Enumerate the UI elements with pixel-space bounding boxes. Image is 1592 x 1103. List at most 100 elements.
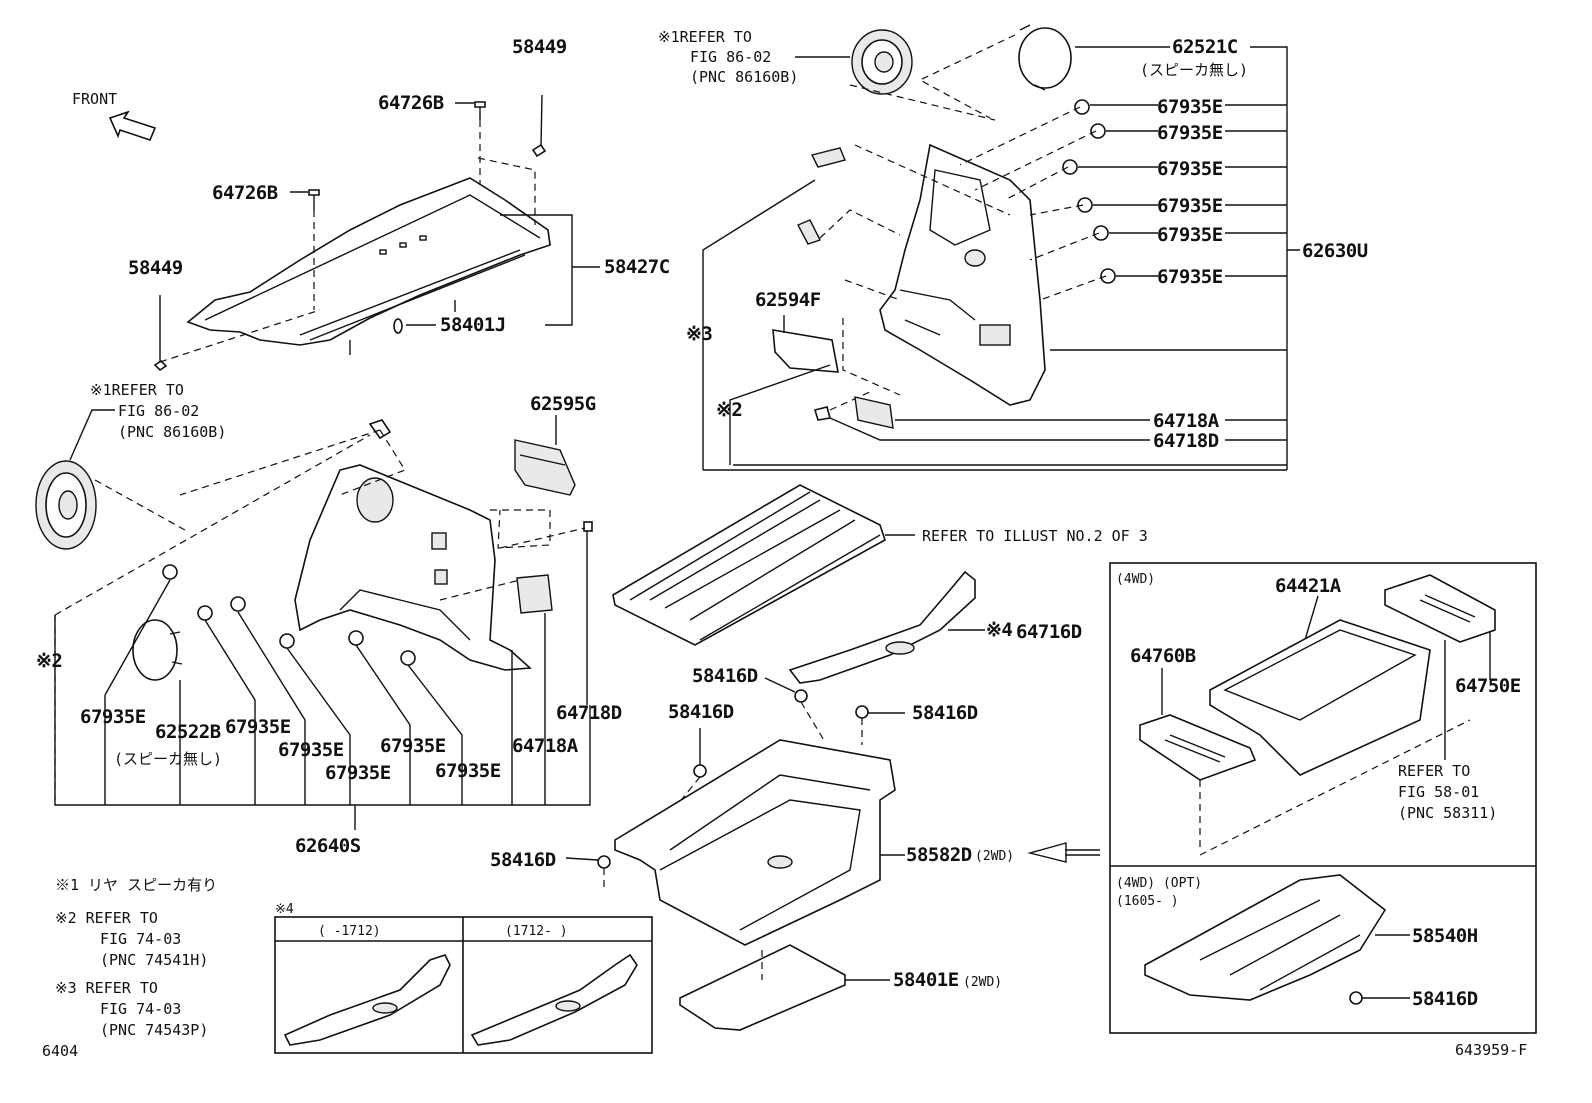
- screw-64726B-top: [474, 101, 486, 120]
- part-number-58582D: 58582D: [906, 844, 972, 866]
- part-number-62630U: 62630U: [1302, 240, 1368, 262]
- part-number-64716D: 64716D: [1016, 621, 1082, 643]
- ref1-top-line3: (PNC 86160B): [690, 68, 798, 86]
- part-number-64726B-top: 64726B: [378, 92, 444, 114]
- pad-64718D-right: [813, 406, 832, 421]
- part-number-64718D-left: 64718D: [556, 702, 622, 724]
- speaker-cover-62521C: [1018, 24, 1072, 91]
- part-number-58416D-4: 58416D: [490, 849, 556, 871]
- part-number-62595G: 62595G: [530, 393, 596, 415]
- sill-variant-late: [470, 953, 638, 1046]
- suffix-2wd-58401E: (2WD): [963, 975, 1002, 990]
- mat-64760B: [1139, 714, 1257, 781]
- deck-shelf-part: [186, 177, 551, 346]
- quarter-trim-panel-left: [294, 464, 532, 671]
- box-4wd-title: (4WD): [1116, 572, 1155, 587]
- clips-67935E-left: [162, 564, 416, 666]
- refer58-line1: REFER TO: [1398, 762, 1470, 780]
- storage-tub-58582D: [614, 739, 896, 946]
- right-quarter-trim-assembly: ※1REFER TO FIG 86-02 (PNC 86160B) 62521C…: [658, 24, 1368, 471]
- clips-67935E-right: [1062, 99, 1116, 284]
- part-number-58427C: 58427C: [604, 256, 670, 278]
- legend-mark2-line3: (PNC 74541H): [100, 951, 208, 969]
- part-number-67935E-left5: 67935E: [380, 735, 446, 757]
- part-number-62521C: 62521C: [1172, 36, 1238, 58]
- luggage-floor-assembly: REFER TO ILLUST NO.2 OF 3 ※4 64716D 5841…: [490, 484, 1148, 1031]
- part-number-58449-left: 58449: [128, 257, 183, 279]
- part-number-64718A-left: 64718A: [512, 735, 579, 757]
- refer58-line3: (PNC 58311): [1398, 804, 1497, 822]
- clips-58416D-center: [597, 689, 869, 869]
- ref1-left-line3: (PNC 86160B): [118, 423, 226, 441]
- legend-notes: ※1 リヤ スピーカ有り ※2 REFER TO FIG 74-03 (PNC …: [42, 876, 217, 1060]
- front-arrow-icon: [108, 110, 157, 141]
- ref1-left-line2: FIG 86-02: [118, 402, 199, 420]
- front-label: FRONT: [72, 90, 117, 108]
- part-number-67935E-left3: 67935E: [278, 739, 344, 761]
- ref1-top-line1: ※1REFER TO: [658, 28, 752, 46]
- part-number-58416D-3: 58416D: [912, 702, 978, 724]
- tray-64421A: [1209, 619, 1431, 776]
- part-number-62640S: 62640S: [295, 835, 361, 857]
- floor-mat-58401E: [679, 944, 846, 1031]
- front-direction-indicator: FRONT: [72, 90, 157, 141]
- part-number-67935E-right2: 67935E: [1157, 122, 1223, 144]
- mark2-right: ※2: [716, 399, 742, 421]
- clip-58416D-box: [1349, 991, 1363, 1005]
- legend-mark3-line3: (PNC 74543P): [100, 1021, 208, 1039]
- part-number-58540H: 58540H: [1412, 925, 1478, 947]
- part-number-58401E: 58401E: [893, 969, 959, 991]
- part-number-64726B-mid: 64726B: [212, 182, 278, 204]
- part-number-67935E-right6: 67935E: [1157, 266, 1223, 288]
- undertray-58540H: [1144, 874, 1387, 1001]
- ref1-left-line1: ※1REFER TO: [90, 381, 184, 399]
- inset-sill-variants: ※4 ( -1712) (1712- ): [274, 902, 653, 1054]
- floor-board: [612, 484, 886, 646]
- clip-58449-left: [153, 295, 168, 372]
- part-number-67935E-right3: 67935E: [1157, 158, 1223, 180]
- part-number-64760B: 64760B: [1130, 645, 1196, 667]
- mark4-label: ※4: [986, 619, 1012, 641]
- legend-mark1: ※1 リヤ スピーカ有り: [55, 876, 217, 894]
- bracket-62595G: [514, 439, 576, 496]
- drawing-code-left: 6404: [42, 1042, 78, 1060]
- part-number-64750E: 64750E: [1455, 675, 1521, 697]
- part-number-64421A: 64421A: [1275, 575, 1342, 597]
- legend-mark2-line1: ※2 REFER TO: [55, 909, 158, 927]
- clip-58449-top: [531, 94, 547, 158]
- part-number-58416D-5: 58416D: [1412, 988, 1478, 1010]
- part-number-67935E-left1: 67935E: [80, 706, 146, 728]
- legend-mark3-line1: ※3 REFER TO: [55, 979, 158, 997]
- inset-col2-label: (1712- ): [505, 924, 568, 939]
- part-number-67935E-right5: 67935E: [1157, 224, 1223, 246]
- pad-64718A-left: [516, 574, 553, 614]
- speaker-top-icon: [851, 29, 913, 95]
- pad-64718D-left: [583, 521, 593, 532]
- deck-shelf-assembly: 58449 64726B 64726B 58449 58427C 58401J: [128, 36, 670, 372]
- drawing-code-right: 643959-F: [1455, 1041, 1527, 1059]
- box-4wd: (4WD) 64421A 64760B 64750E REFER TO FIG …: [1109, 562, 1537, 1034]
- speaker-left-icon: [35, 460, 97, 550]
- pad-64718A-right: [854, 396, 894, 429]
- refer58-line2: FIG 58-01: [1398, 783, 1479, 801]
- box-opt-range: (1605- ): [1116, 894, 1179, 909]
- refer-illust-note: REFER TO ILLUST NO.2 OF 3: [922, 527, 1148, 545]
- part-number-64718D-right: 64718D: [1153, 430, 1219, 452]
- left-quarter-trim-assembly: ※1REFER TO FIG 86-02 (PNC 86160B) 62595G: [35, 381, 622, 857]
- sill-plate-64716D: [788, 570, 976, 684]
- mark3: ※3: [686, 323, 712, 345]
- part-number-58449-top: 58449: [512, 36, 567, 58]
- ref1-top-line2: FIG 86-02: [690, 48, 771, 66]
- box-opt-title: (4WD) (OPT): [1116, 876, 1202, 891]
- part-number-67935E-left6: 67935E: [435, 760, 501, 782]
- part-number-58416D-1: 58416D: [692, 665, 758, 687]
- inset-title: ※4: [275, 902, 294, 917]
- legend-mark2-line2: FIG 74-03: [100, 930, 181, 948]
- quarter-trim-panel-right: [879, 143, 1046, 406]
- part-number-62522B: 62522B: [155, 721, 221, 743]
- part-number-67935E-left2: 67935E: [225, 716, 291, 738]
- legend-mark3-line2: FIG 74-03: [100, 1000, 181, 1018]
- speaker-cover-62522B: [132, 619, 183, 681]
